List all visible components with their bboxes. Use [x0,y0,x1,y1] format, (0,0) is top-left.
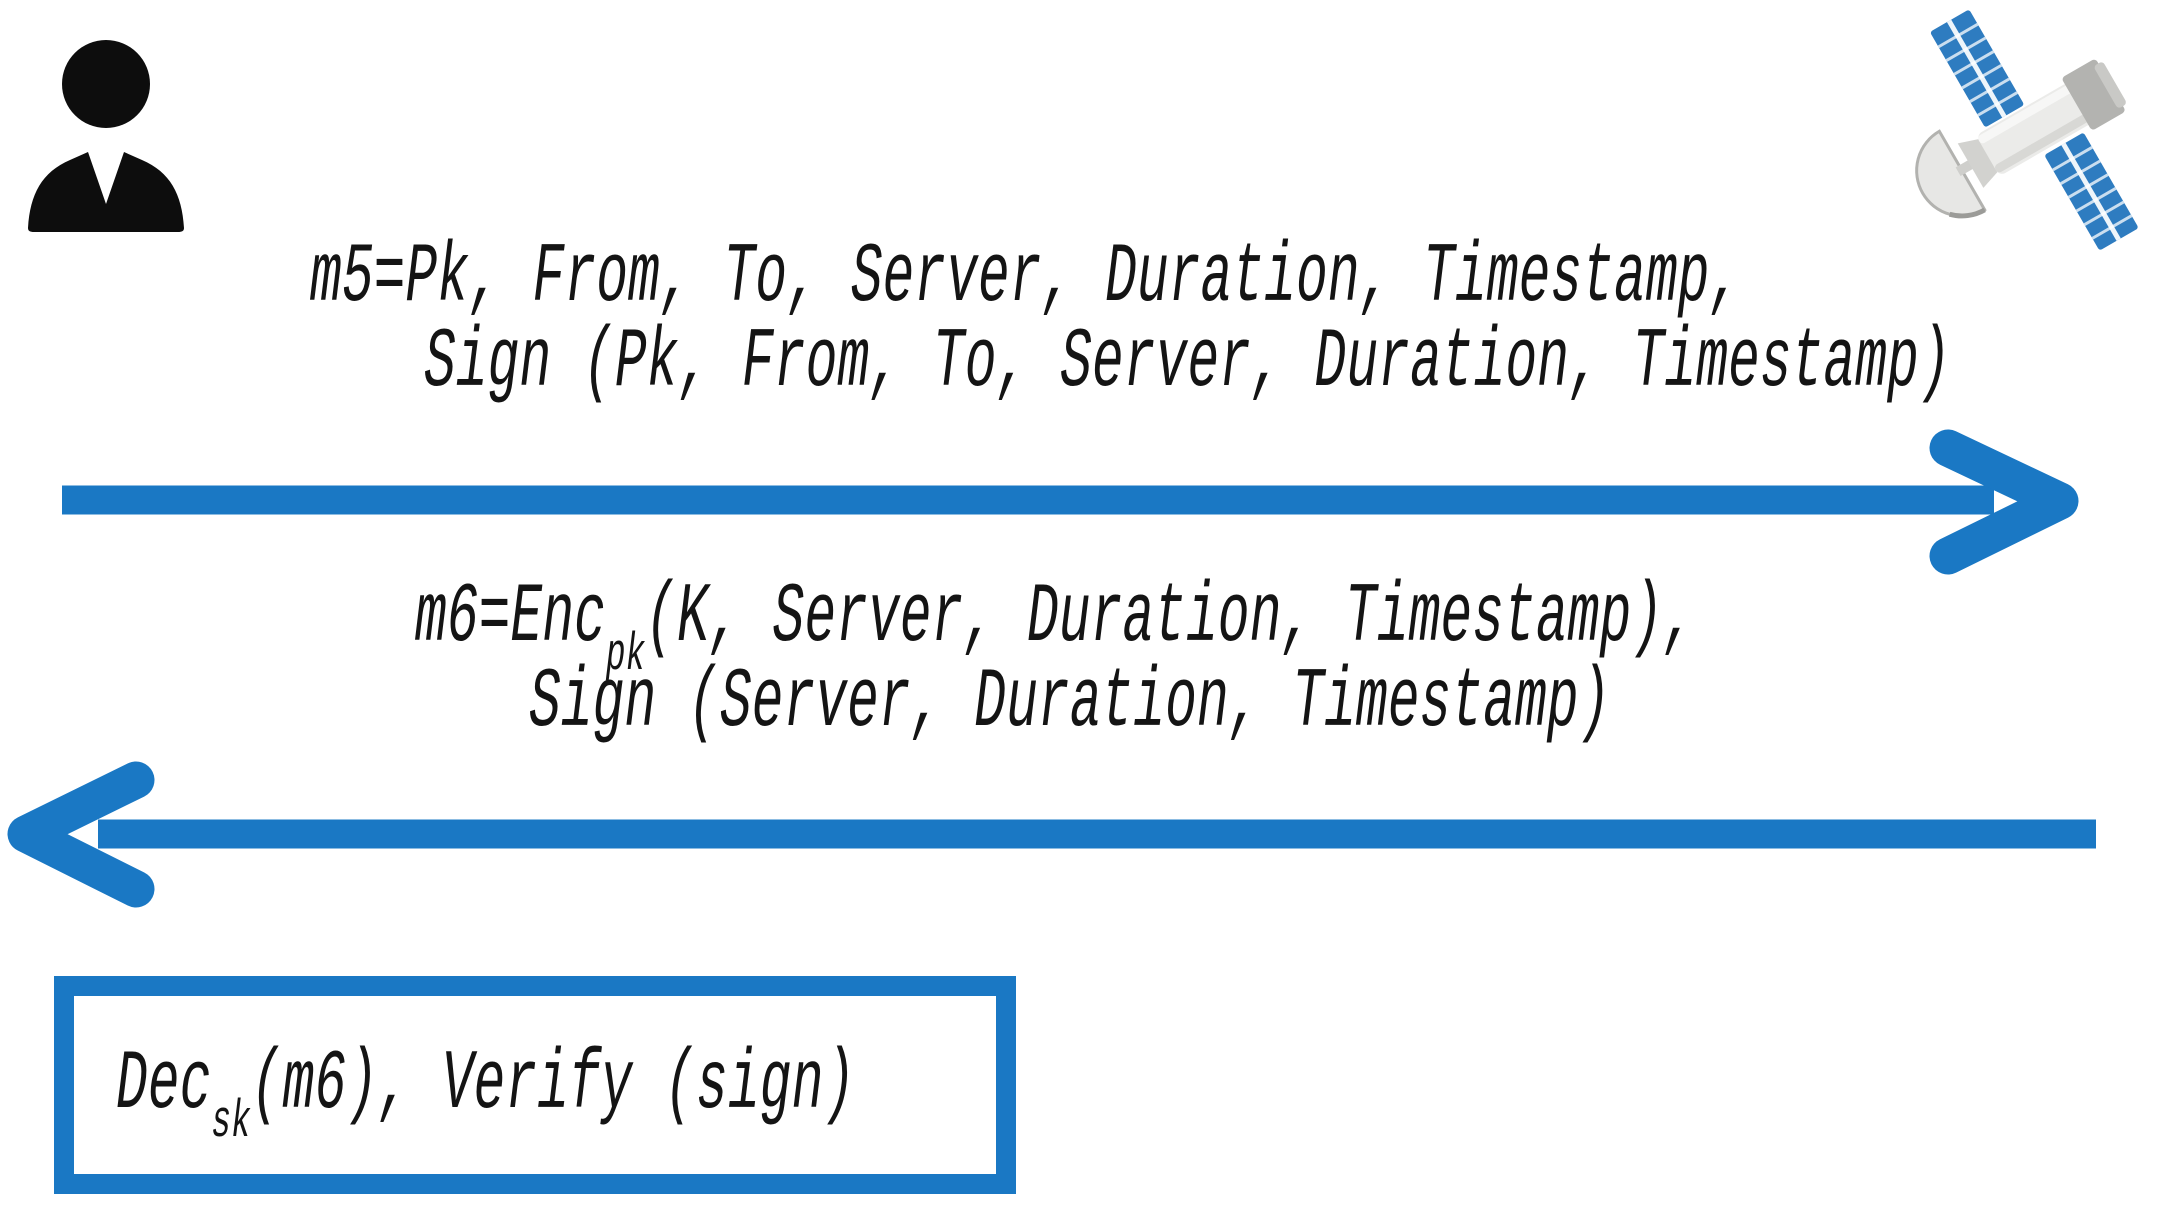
operation-text: Decsk(m6), Verify (sign) [116,1036,856,1151]
message-arrow-left [7,761,2096,908]
message-m5-label: m5=Pk, From, To, Server, Duration, Times… [310,229,1951,411]
message-m5-line2: Sign (Pk, From, To, Server, Duration, Ti… [424,314,1951,411]
satellite-icon [1915,10,2138,250]
operation-box [54,976,1016,1194]
message-m6-line1: m6=Encpk(K, Server, Duration, Timestamp)… [415,569,1695,684]
subscript-sk: sk [211,1091,251,1151]
person-icon [28,40,184,232]
subscript-pk: pk [605,624,646,684]
message-m6-line2: Sign (Server, Duration, Timestamp) [529,654,1611,751]
message-arrow-right [62,429,2079,575]
operation-label: Decsk(m6), Verify (sign) [116,1036,856,1151]
solar-panel-top [1930,10,2024,127]
message-m6-label: m6=Encpk(K, Server, Duration, Timestamp)… [415,569,1695,751]
message-m5-line1: m5=Pk, From, To, Server, Duration, Times… [310,229,1742,326]
solar-panel-bottom [2045,133,2138,250]
